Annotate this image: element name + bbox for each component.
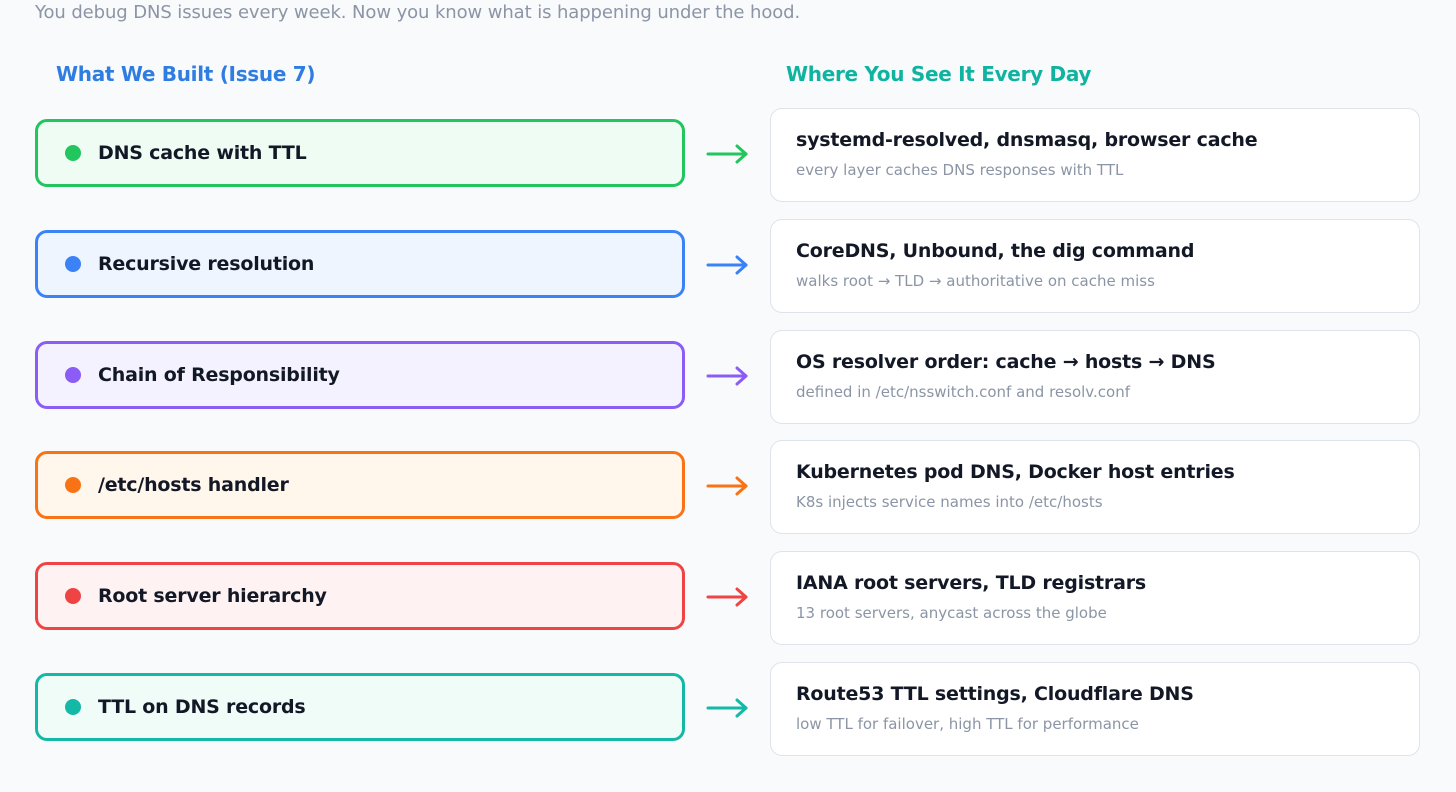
usage-title: systemd-resolved, dnsmasq, browser cache xyxy=(796,129,1258,151)
concept-label: Recursive resolution xyxy=(98,252,315,275)
status-dot-icon xyxy=(65,145,81,161)
usage-description: defined in /etc/nsswitch.conf and resolv… xyxy=(796,382,1130,401)
usage-description: walks root → TLD → authoritative on cach… xyxy=(796,271,1155,290)
concept-label: /etc/hosts handler xyxy=(98,474,289,497)
concept-box: Chain of Responsibility xyxy=(35,340,685,409)
concept-label: Chain of Responsibility xyxy=(98,363,340,386)
usage-title: Route53 TTL settings, Cloudflare DNS xyxy=(796,683,1194,705)
right-arrow-icon xyxy=(706,144,748,164)
usage-card: Kubernetes pod DNS, Docker host entries … xyxy=(770,440,1420,535)
usage-description: 13 root servers, anycast across the glob… xyxy=(796,604,1107,623)
concept-box: Root server hierarchy xyxy=(35,562,685,631)
usage-card: CoreDNS, Unbound, the dig command walks … xyxy=(770,218,1420,313)
status-dot-icon xyxy=(65,255,81,272)
concept-box: TTL on DNS records xyxy=(35,673,685,741)
heading-where-you-see-it: Where You See It Every Day xyxy=(786,62,1092,86)
usage-card: systemd-resolved, dnsmasq, browser cache… xyxy=(770,108,1420,202)
mapping-row: TTL on DNS records Route53 TTL settings,… xyxy=(0,662,1456,756)
usage-title: IANA root servers, TLD registrars xyxy=(796,572,1147,595)
usage-card: Route53 TTL settings, Cloudflare DNS low… xyxy=(770,662,1420,756)
status-dot-icon xyxy=(65,366,81,383)
concept-label: TTL on DNS records xyxy=(98,696,306,718)
concept-box: /etc/hosts handler xyxy=(35,451,685,520)
mapping-row: /etc/hosts handler Kubernetes pod DNS, D… xyxy=(0,440,1456,535)
status-dot-icon xyxy=(65,588,81,605)
usage-title: OS resolver order: cache → hosts → DNS xyxy=(796,350,1216,373)
usage-card: IANA root servers, TLD registrars 13 roo… xyxy=(770,551,1420,646)
usage-description: low TTL for failover, high TTL for perfo… xyxy=(796,715,1139,733)
concept-box: DNS cache with TTL xyxy=(35,119,685,187)
right-arrow-icon xyxy=(706,587,748,607)
mapping-row: DNS cache with TTL systemd-resolved, dns… xyxy=(0,108,1456,202)
usage-title: CoreDNS, Unbound, the dig command xyxy=(796,239,1195,262)
usage-card: OS resolver order: cache → hosts → DNS d… xyxy=(770,329,1420,424)
right-arrow-icon xyxy=(706,698,748,718)
right-arrow-icon xyxy=(706,476,748,496)
concept-label: Root server hierarchy xyxy=(98,585,327,608)
heading-what-we-built: What We Built (Issue 7) xyxy=(56,62,316,86)
status-dot-icon xyxy=(65,699,81,715)
mapping-row: Chain of Responsibility OS resolver orde… xyxy=(0,329,1456,424)
subtitle: You debug DNS issues every week. Now you… xyxy=(35,2,801,23)
usage-description: every layer caches DNS responses with TT… xyxy=(796,161,1124,179)
right-arrow-icon xyxy=(706,366,748,386)
concept-label: DNS cache with TTL xyxy=(98,142,307,164)
mapping-row: Root server hierarchy IANA root servers,… xyxy=(0,551,1456,646)
status-dot-icon xyxy=(65,477,81,494)
mapping-row: Recursive resolution CoreDNS, Unbound, t… xyxy=(0,218,1456,313)
concept-box: Recursive resolution xyxy=(35,229,685,298)
right-arrow-icon xyxy=(706,255,748,275)
usage-title: Kubernetes pod DNS, Docker host entries xyxy=(796,461,1235,484)
usage-description: K8s injects service names into /etc/host… xyxy=(796,493,1103,512)
